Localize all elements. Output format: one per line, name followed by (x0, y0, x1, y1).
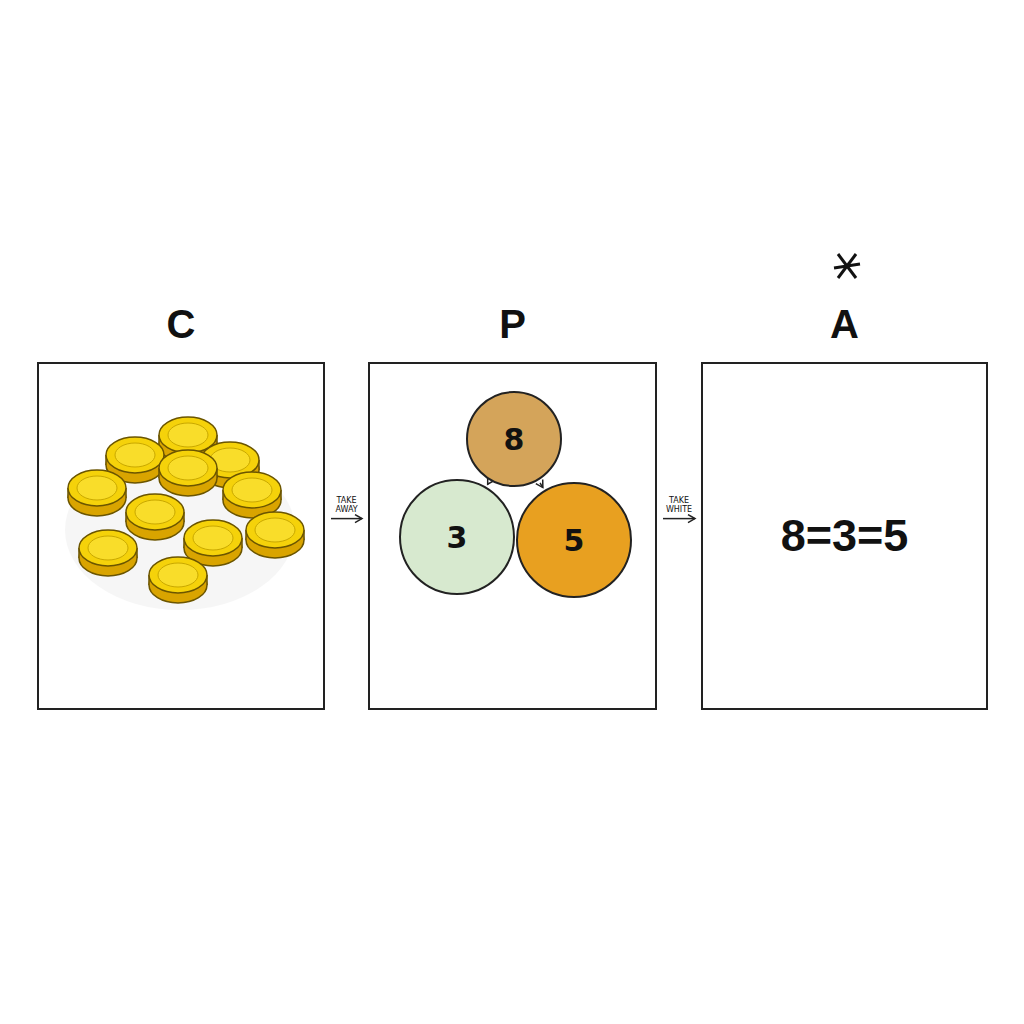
stage-panel: P835 (368, 362, 657, 710)
stage-heading: A (703, 302, 986, 347)
number-label: 8 (504, 422, 525, 457)
flow-arrow (540, 483, 543, 488)
number-circle: 5 (516, 482, 632, 598)
flow-arrow (331, 518, 362, 520)
number-circle: 3 (399, 479, 515, 595)
arrow-label: TAKE WHITE (662, 496, 696, 514)
arrow-label: TAKE AWAY (330, 496, 364, 514)
stage-panel: C (37, 362, 325, 710)
flow-arrow (663, 518, 695, 520)
stage-heading: C (39, 302, 323, 347)
equation: 8=3=5 (703, 510, 986, 562)
stage-panel: A8=3=5 (701, 362, 988, 710)
number-label: 5 (564, 523, 585, 558)
cross-mark (834, 254, 860, 278)
number-circle: 8 (466, 391, 562, 487)
number-label: 3 (447, 520, 468, 555)
stage-heading: P (370, 302, 655, 347)
flow-arrow (487, 483, 489, 484)
